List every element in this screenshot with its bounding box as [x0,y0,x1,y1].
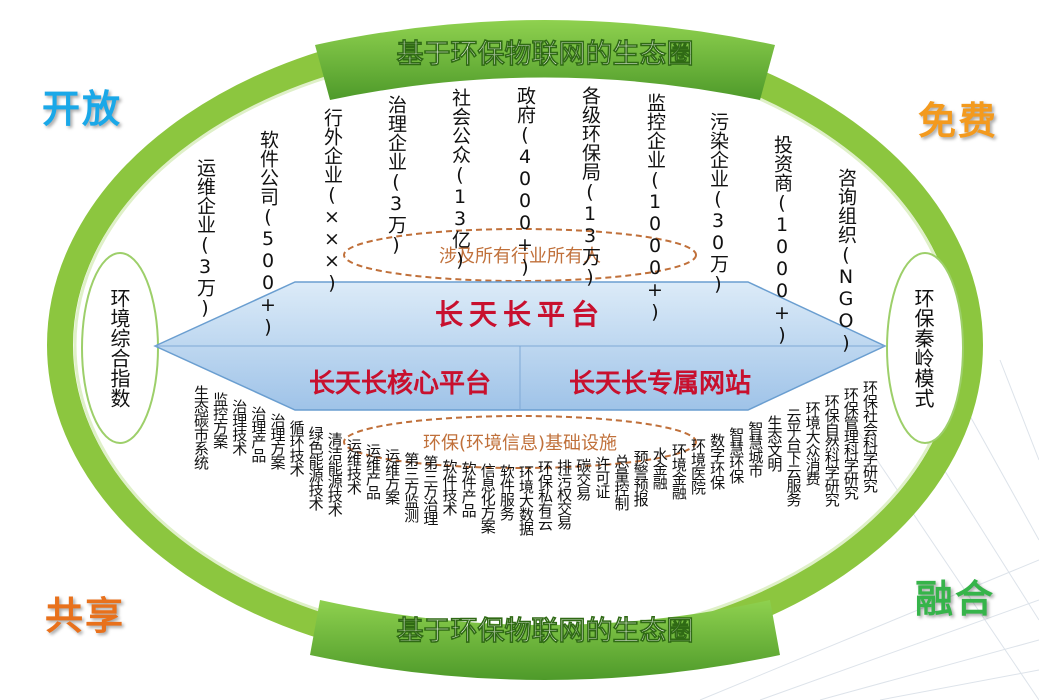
bottom-banner-title: 基于环保物联网的生态圈 [397,615,694,647]
capability-label: 排污权交易 [555,459,574,530]
capability-label: 信息化方案 [478,462,497,533]
stakeholder-label: 治理企业(3万) [385,95,407,256]
capability-label: 清洁能源技术 [325,432,344,517]
capability-label: 第三方监测 [402,451,421,522]
platform-site-title: 长天长专属网站 [569,369,751,399]
capability-label: 运维产品 [364,442,383,499]
corner-free: 免费 [918,99,999,143]
capability-label: 绿色能源技术 [306,426,325,511]
capability-label: 软件服务 [497,464,516,521]
lower-tag-text: 环保(环境信息)基础设施 [423,433,617,454]
corner-merge: 融合 [915,577,996,621]
capability-label: 总量控制 [612,453,631,510]
stakeholder-label: 污染企业(30万) [707,112,729,295]
capability-label: 环保社会科学研究 [861,380,879,492]
stakeholder-label: 运维企业(3万) [194,158,216,319]
stakeholder-label: 社会公众(13亿) [449,88,471,271]
stakeholder-label: 投资商(1000+) [771,135,793,346]
corner-share: 共享 [45,594,126,638]
side-right-label: 环保秦岭模式 [911,288,935,408]
capability-label: 环境医院 [688,437,707,494]
capability-label: 环保管理科学研究 [841,387,860,500]
capability-label: 软件技术 [440,458,459,515]
bottom-banner [310,600,780,680]
capability-label: 环保自然科学研究 [822,394,841,507]
background-grid [699,359,1039,700]
capability-label: 运维技术 [344,437,363,494]
capability-label: 环境大数据 [516,464,535,535]
top-banner [315,20,775,100]
right-side-oval [886,252,964,444]
capability-label: 运维方案 [383,447,402,504]
capability-label: 第三方治理 [421,455,440,526]
stakeholder-label: 行外企业(×××) [321,108,343,294]
corner-open: 开放 [42,87,123,131]
capability-label: 许可证 [593,456,612,499]
capability-label: 生态文明 [765,414,784,471]
capability-label: 监控方案 [211,392,230,449]
platform-main-title: 长天长平台 [435,298,605,331]
stakeholder-label: 政府(4000+) [514,86,536,278]
capability-label: 云平台下云服务 [784,408,803,507]
side-left-label: 环境综合指数 [107,288,131,408]
capability-label: 生态碳市系统 [192,385,210,469]
capability-label: 数字环保 [708,432,727,489]
upper-tag-text: 涉及所有行业所有人 [439,246,601,267]
stakeholder-label: 咨询组织(NGO) [835,168,857,354]
capability-label: 环境金融 [669,442,688,499]
capability-label: 环境大众消费 [803,401,822,486]
capability-label: 预警预报 [631,450,650,507]
capability-label: 碳交易 [574,457,593,500]
capability-label: 智慧城市 [746,421,765,478]
capability-label: 环保私有云 [536,459,555,530]
capability-label: 智慧环保 [727,427,746,484]
capability-label: 循环技术 [287,419,306,476]
top-banner-title: 基于环保物联网的生态圈 [397,38,694,70]
capability-label: 治理方案 [268,413,287,470]
platform-core-title: 长天长核心平台 [309,368,491,399]
stakeholder-label: 软件公司(500+) [257,130,279,338]
upper-tag-oval [343,228,697,282]
stakeholder-label: 监控企业(1000+) [644,93,666,323]
capability-label: 治理产品 [249,406,268,463]
capability-label: 水金融 [650,446,669,489]
capability-label: 软件产品 [459,461,478,518]
capability-label: 治理技术 [230,399,249,456]
stakeholder-label: 各级环保局(13万) [579,86,601,288]
lower-tag-oval [343,415,697,469]
